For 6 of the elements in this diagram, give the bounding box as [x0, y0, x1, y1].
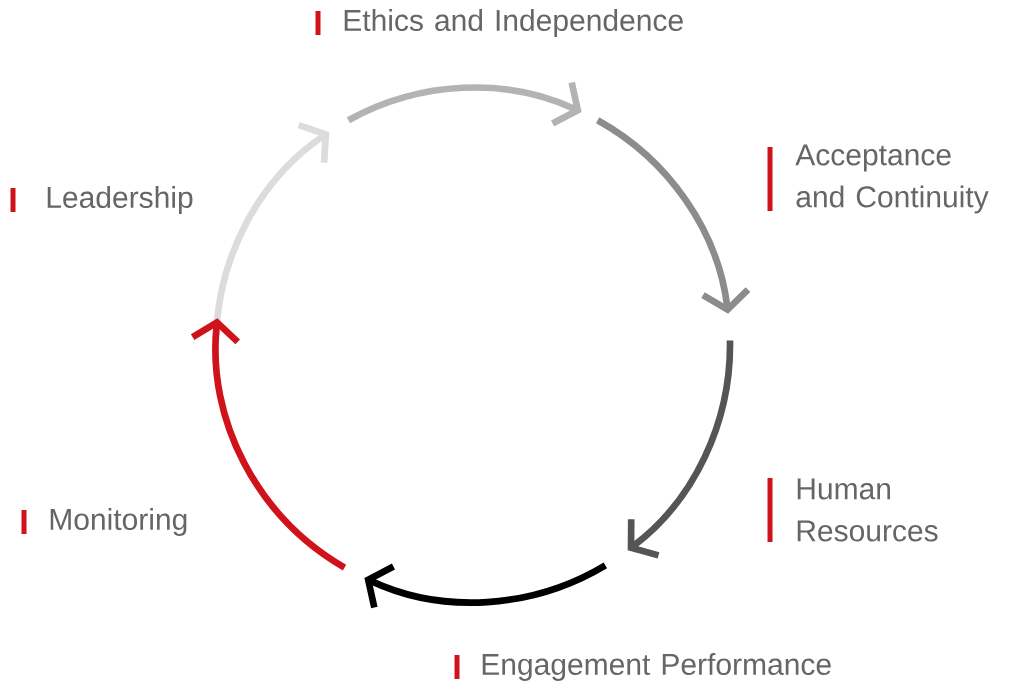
label: Ethics and Independence: [344, 9, 683, 37]
label: Leadership: [47, 186, 193, 214]
label: Engagement Performance: [482, 653, 831, 681]
label: Acceptance and Continuity: [795, 144, 989, 214]
label: Human Resources: [797, 478, 938, 542]
label: Monitoring: [50, 508, 187, 536]
